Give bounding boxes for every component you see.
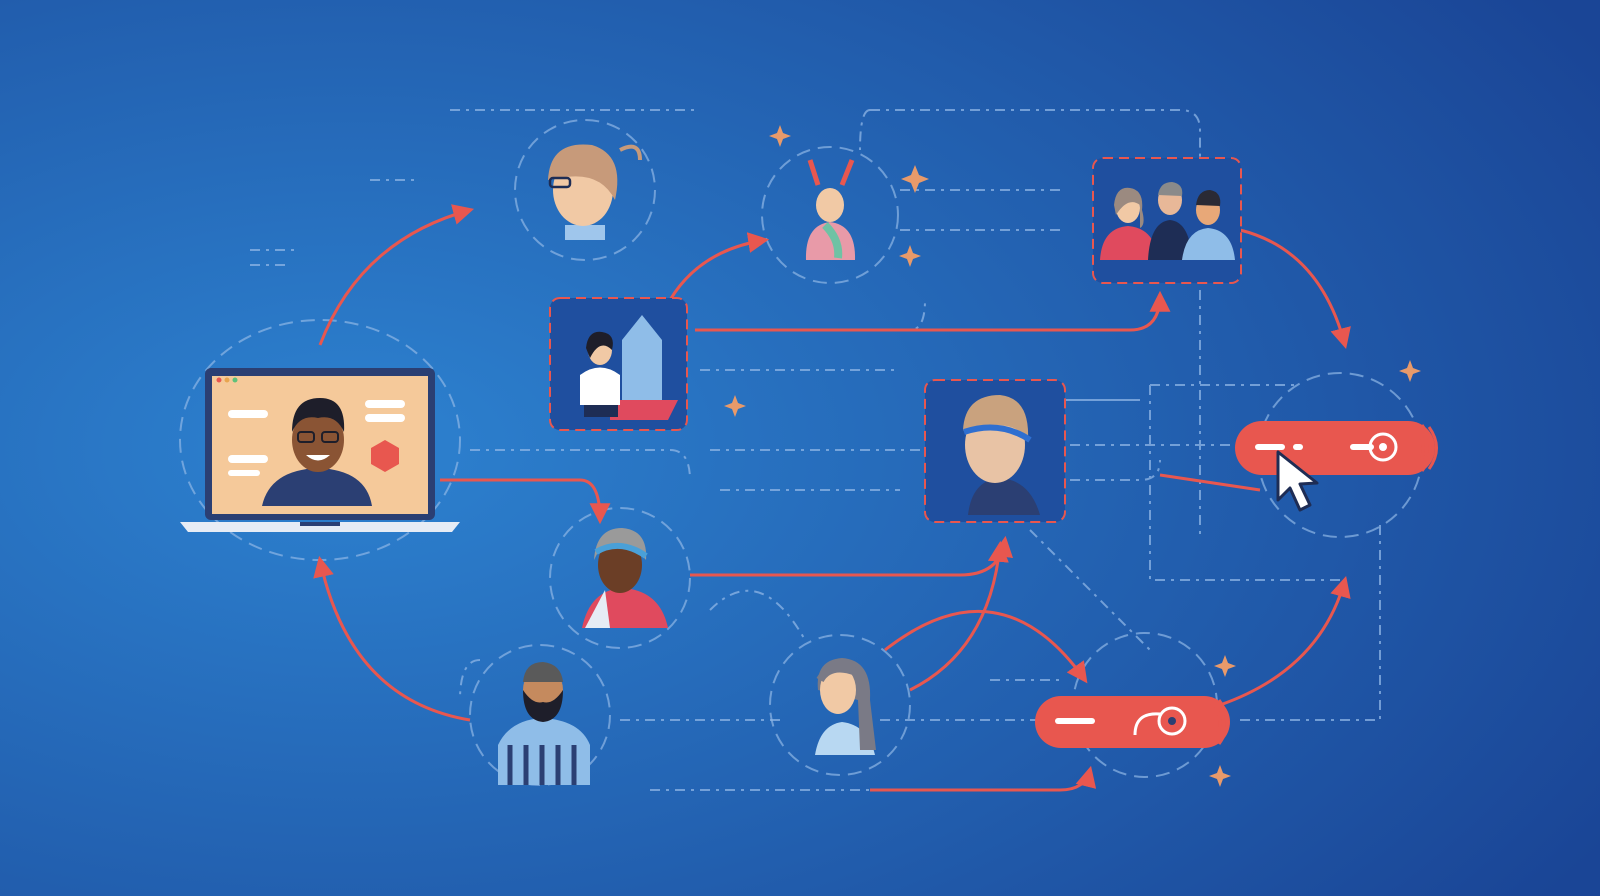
- toggle-button-bottom[interactable]: [1035, 696, 1230, 748]
- mouse-pointer-icon: [1276, 450, 1319, 512]
- person-bunny-ears-avatar: [805, 159, 856, 260]
- team-group-box: [1092, 157, 1242, 284]
- woman-headscarf-avatar: [582, 528, 668, 628]
- red-arrows: [313, 204, 1351, 792]
- bearded-man-avatar: [498, 662, 590, 785]
- person-headband-box: [924, 379, 1066, 523]
- person-hospital-box: [549, 297, 688, 431]
- person-glasses-avatar: [548, 144, 642, 240]
- woman-long-hair-avatar: [815, 658, 876, 755]
- dashed-connectors: [250, 109, 1381, 791]
- toggle-button-top[interactable]: [1235, 421, 1438, 475]
- sparkle-icons: [724, 125, 1421, 787]
- video-call-laptop-icon: [180, 368, 460, 532]
